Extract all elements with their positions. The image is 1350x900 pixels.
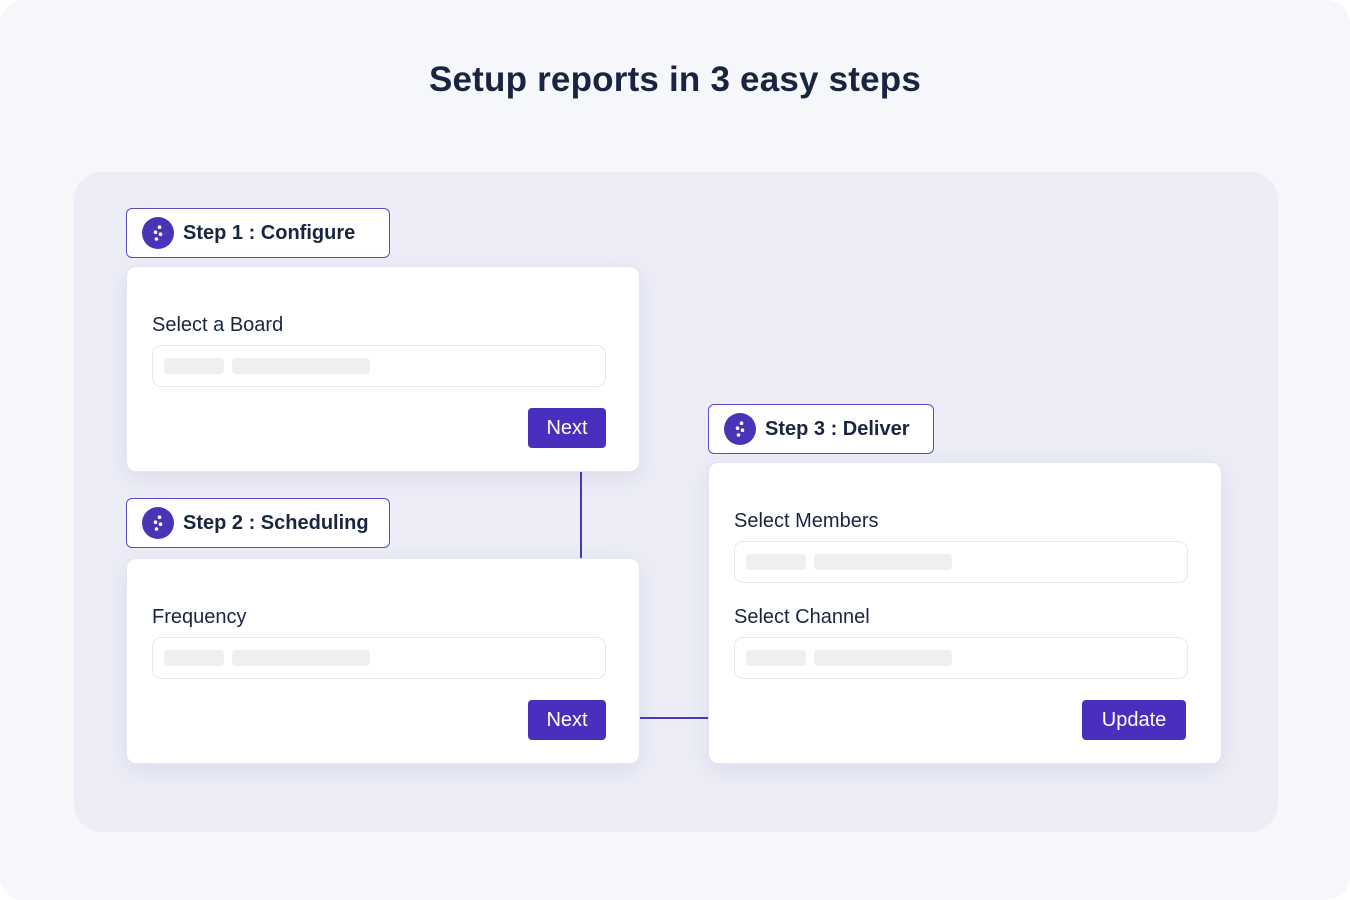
brand-logo-icon bbox=[142, 507, 174, 539]
placeholder-bar bbox=[164, 650, 224, 666]
placeholder-bar bbox=[164, 358, 224, 374]
placeholder-bar bbox=[814, 650, 952, 666]
step-1-badge: Step 1 : Configure bbox=[126, 208, 390, 258]
placeholder-bar bbox=[746, 650, 806, 666]
step-3-card: Select Members Select Channel Update bbox=[708, 462, 1222, 764]
step-1-label: Step 1 : Configure bbox=[183, 221, 356, 244]
page-title: Setup reports in 3 easy steps bbox=[428, 60, 922, 99]
placeholder-bar bbox=[232, 358, 370, 374]
step-2-label: Step 2 : Scheduling bbox=[183, 511, 369, 534]
step-1-next-button[interactable]: Next bbox=[528, 408, 606, 448]
step-2-card: Frequency Next bbox=[126, 558, 640, 764]
step-3-label: Step 3 : Deliver bbox=[765, 417, 910, 440]
step-3-badge: Step 3 : Deliver bbox=[708, 404, 934, 454]
brand-logo-icon bbox=[142, 217, 174, 249]
select-board-input[interactable] bbox=[152, 345, 606, 387]
placeholder-bar bbox=[746, 554, 806, 570]
select-members-input[interactable] bbox=[734, 541, 1188, 583]
frequency-input[interactable] bbox=[152, 637, 606, 679]
step-2-badge: Step 2 : Scheduling bbox=[126, 498, 390, 548]
connector-step1-step2 bbox=[580, 471, 582, 559]
select-board-label: Select a Board bbox=[152, 314, 284, 336]
step-2-next-button[interactable]: Next bbox=[528, 700, 606, 740]
step-1-card: Select a Board Next bbox=[126, 266, 640, 472]
placeholder-bar bbox=[814, 554, 952, 570]
update-button[interactable]: Update bbox=[1082, 700, 1186, 740]
brand-logo-icon bbox=[724, 413, 756, 445]
select-channel-input[interactable] bbox=[734, 637, 1188, 679]
select-members-label: Select Members bbox=[734, 510, 879, 532]
select-channel-label: Select Channel bbox=[734, 606, 870, 628]
connector-step2-step3 bbox=[639, 717, 709, 719]
placeholder-bar bbox=[232, 650, 370, 666]
frequency-label: Frequency bbox=[152, 606, 247, 628]
